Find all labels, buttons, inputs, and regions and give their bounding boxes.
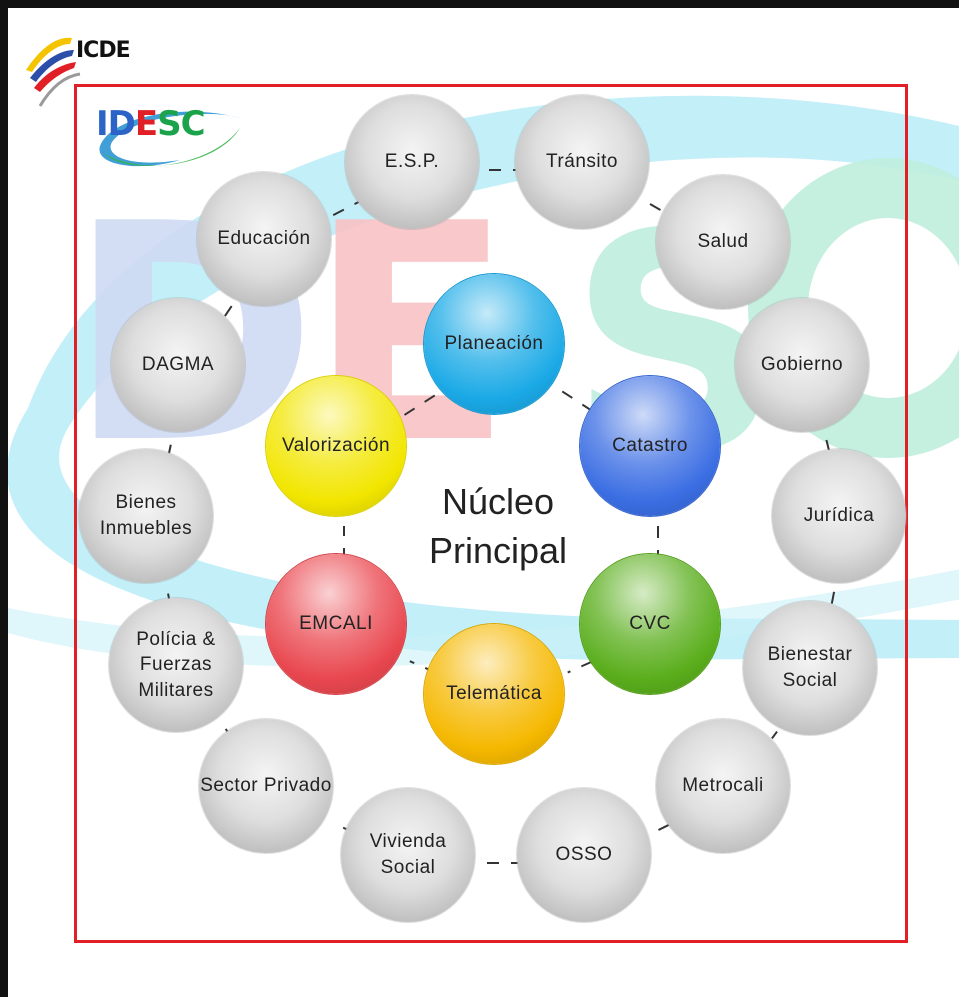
connector-line	[825, 439, 832, 458]
entity-node-label: Jurídica	[803, 505, 875, 527]
entity-node-esp[interactable]: E.S.P.	[345, 95, 479, 229]
entity-node-bienes-inmuebles[interactable]: Bienes Inmuebles	[79, 449, 213, 583]
brand-name: ICDE	[76, 38, 131, 63]
core-node-planeacion[interactable]: Planeación	[424, 274, 564, 414]
logo-letter-i: I	[96, 104, 109, 144]
entity-node-metrocali[interactable]: Metrocali	[656, 719, 790, 853]
entity-node-label: Bienestar Social	[767, 644, 853, 691]
entity-node-salud[interactable]: Salud	[656, 175, 790, 309]
connector-line	[771, 730, 778, 740]
entity-node-label: DAGMA	[141, 354, 215, 376]
idesc-logo-text: IDESC	[96, 104, 206, 144]
logo-letter-c: C	[180, 104, 206, 144]
connector-line	[332, 200, 360, 217]
entity-node-bienestar-social[interactable]: Bienestar Social	[743, 601, 877, 735]
entity-node-gobierno[interactable]: Gobierno	[735, 298, 869, 432]
entity-node-policia-fuerzas-militares[interactable]: Polícia & Fuerzas Militares	[109, 598, 243, 732]
entity-node-label: Tránsito	[546, 151, 618, 173]
core-node-label: Catastro	[612, 435, 688, 457]
core-node-label: Planeación	[444, 333, 544, 355]
entity-node-label: Salud	[697, 231, 749, 253]
entity-node-label: Vivienda Social	[369, 831, 447, 878]
entity-node-transito[interactable]: Tránsito	[515, 95, 649, 229]
core-node-label: CVC	[629, 613, 671, 635]
connector-line	[403, 390, 443, 416]
connector-line	[829, 591, 836, 609]
connector-line	[653, 823, 670, 834]
center-title-line-1: Núcleo	[441, 481, 555, 522]
entity-node-label: Sector Privado	[200, 775, 332, 797]
entity-node-juridica[interactable]: Jurídica	[772, 449, 906, 583]
entity-node-label: Educación	[217, 228, 311, 250]
core-node-label: EMCALI	[299, 613, 373, 635]
connector-line	[224, 303, 234, 317]
core-node-valorizacion[interactable]: Valorización	[266, 376, 406, 516]
logo-letter-s: S	[157, 104, 181, 144]
icde-logo-icon	[26, 37, 81, 107]
entity-node-label: E.S.P.	[384, 151, 440, 173]
entity-node-label: Gobierno	[760, 354, 844, 376]
core-node-telematica[interactable]: Telemática	[424, 624, 564, 764]
swoosh-band-lower	[8, 569, 959, 667]
idesc-logo-swirl-icon	[99, 111, 240, 167]
core-node-label: Telemática	[446, 683, 542, 705]
entity-node-label: Metrocali	[682, 775, 764, 797]
entity-node-label: OSSO	[555, 844, 613, 866]
entity-node-dagma[interactable]: DAGMA	[111, 298, 245, 432]
core-node-label: Valorización	[281, 435, 391, 457]
entity-node-osso[interactable]: OSSO	[517, 788, 651, 922]
logo-letter-d: D	[107, 104, 136, 144]
entity-node-sector-privado[interactable]: Sector Privado	[199, 719, 333, 853]
logo-letter-e: E	[134, 104, 158, 144]
entity-node-label: Polícia & Fuerzas Militares	[136, 628, 216, 701]
connector-line	[649, 203, 672, 217]
diagram-frame	[74, 84, 908, 943]
entity-node-educacion[interactable]: Educación	[197, 172, 331, 306]
core-node-emcali[interactable]: EMCALI	[266, 554, 406, 694]
core-node-catastro[interactable]: Catastro	[580, 376, 720, 516]
entity-node-vivienda-social[interactable]: Vivienda Social	[341, 788, 475, 922]
core-node-cvc[interactable]: CVC	[580, 554, 720, 694]
center-title-line-2: Principal	[428, 529, 568, 571]
connector-line	[567, 660, 593, 674]
entity-node-label: Bienes Inmuebles	[99, 492, 193, 539]
center-title: Núcleo Principal	[398, 478, 598, 575]
